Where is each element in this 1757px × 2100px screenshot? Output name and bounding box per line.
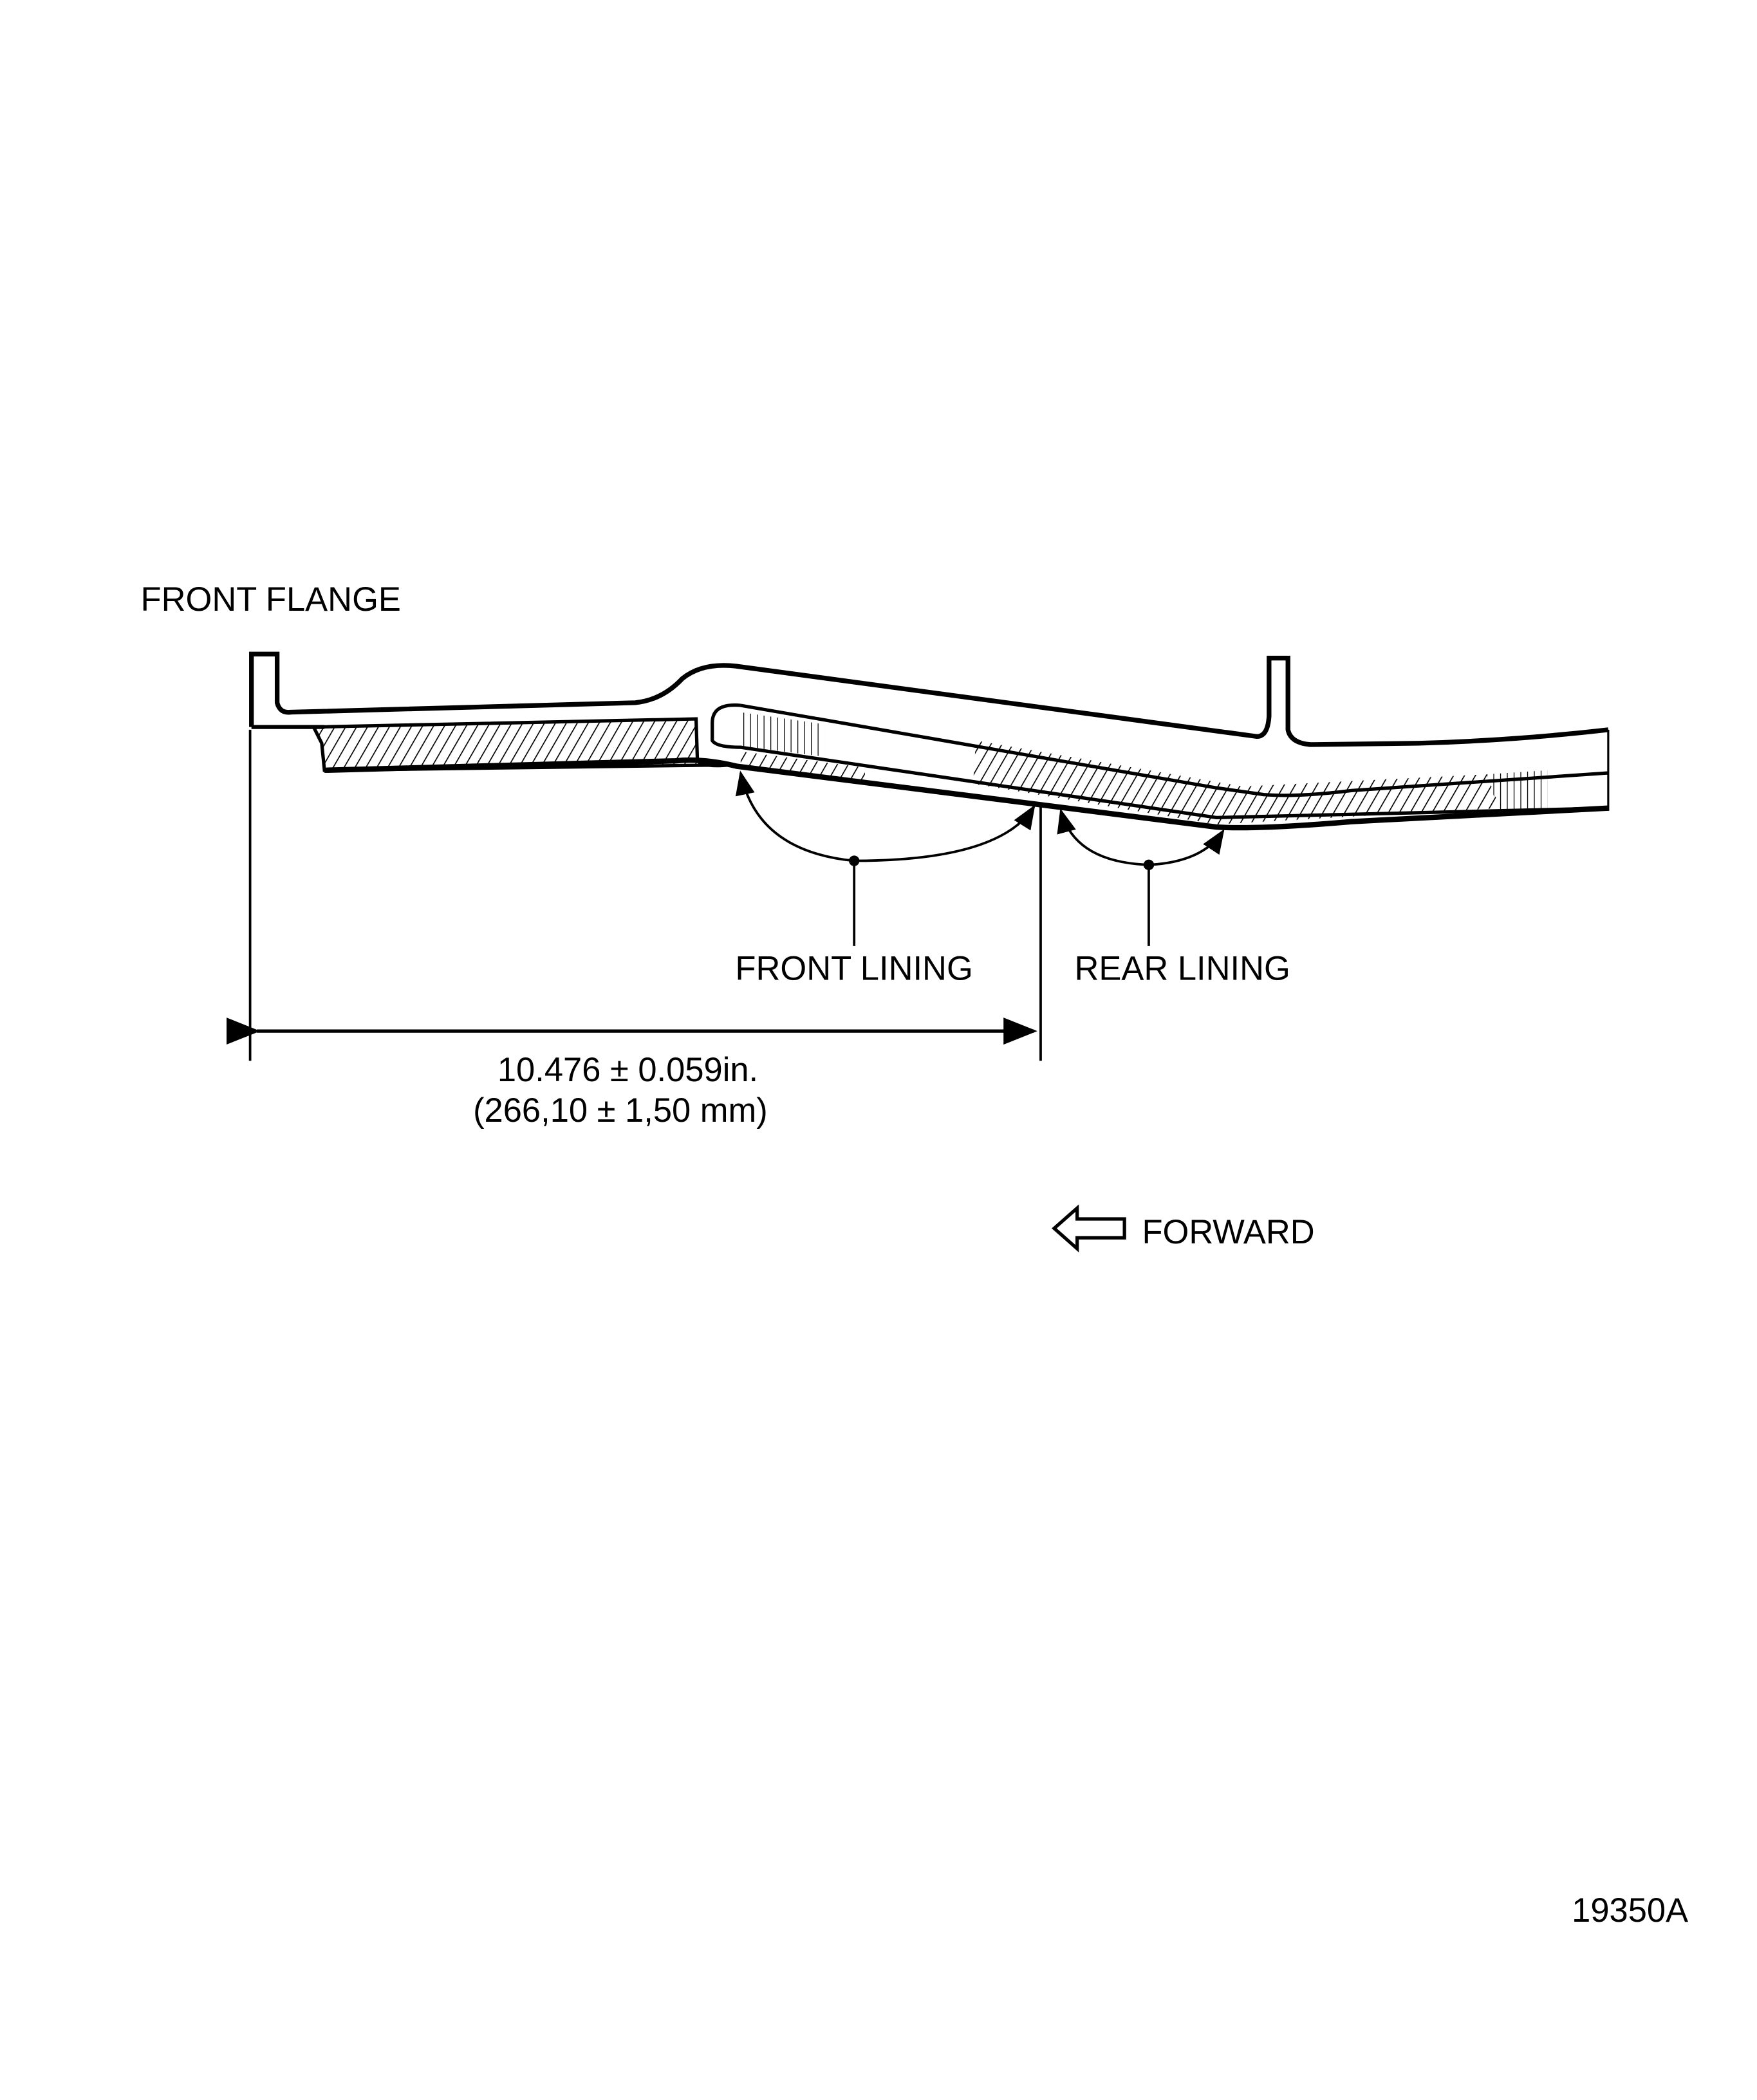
figure-id: 19350A bbox=[1572, 1891, 1688, 1929]
lining-hatch-upper bbox=[740, 712, 825, 757]
lining-callouts bbox=[226, 729, 1225, 1061]
tube-section bbox=[249, 651, 1610, 831]
front-flange-label: FRONT FLANGE bbox=[141, 581, 401, 618]
rear-lining-arrow bbox=[1057, 808, 1149, 866]
forward-arrow-icon bbox=[1051, 1204, 1126, 1252]
lining-hatch-slope bbox=[972, 740, 1500, 824]
front-lining-label: FRONT LINING bbox=[735, 949, 972, 987]
inner-slot bbox=[711, 703, 1608, 819]
rear-lining-label: REAR LINING bbox=[1074, 949, 1290, 987]
lower-contour bbox=[324, 757, 1609, 831]
dimension-millimeters: (266,10 ± 1,50 mm) bbox=[473, 1092, 768, 1129]
dimension-inches: 10.476 ± 0.059in. bbox=[497, 1051, 758, 1089]
front-flange bbox=[249, 651, 1609, 747]
forward-label: FORWARD bbox=[1142, 1213, 1314, 1251]
front-lining-arrow bbox=[735, 770, 855, 862]
